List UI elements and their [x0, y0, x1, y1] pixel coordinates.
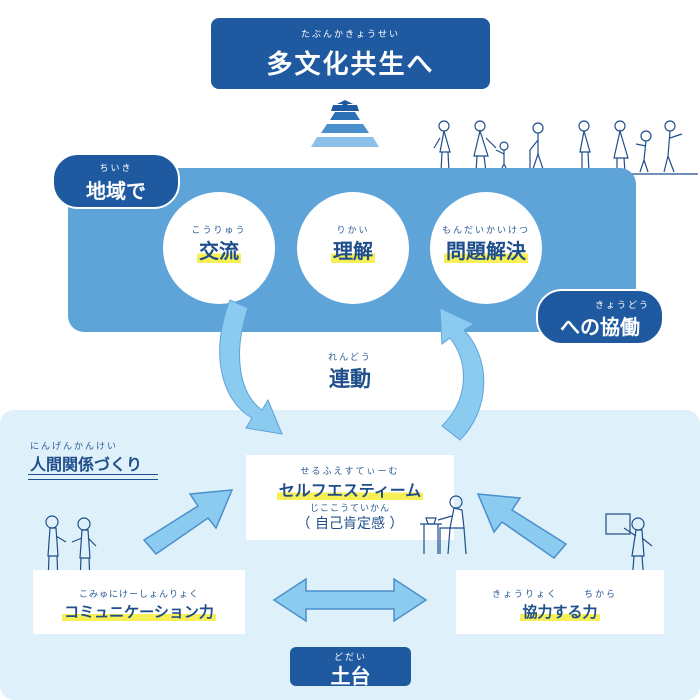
communication-card: こみゅにけーしょんりょく コミュニケーション力 — [33, 570, 245, 634]
collab-ruby: きょうどう — [594, 301, 650, 311]
linkage-label: 連動 — [329, 367, 371, 391]
circle-problem-solving: もんだいかいけつ 問題解決 — [430, 192, 542, 304]
region-label: 地域で — [86, 179, 146, 203]
circle-label-text: 交流 — [197, 239, 241, 263]
foundation-box: どだい 土台 — [290, 647, 411, 688]
cooperation-card: きょうりょく ちから 協力する力 — [456, 570, 664, 634]
self-esteem-sub-ruby: じここうていかん — [309, 504, 390, 514]
up-curved-arrow-icon — [439, 307, 485, 441]
person-at-desk-illustration — [420, 495, 467, 555]
circle-ruby: りかい — [336, 226, 370, 236]
region-ruby: ちいき — [99, 164, 133, 174]
arrow-up-left-icon — [476, 493, 568, 560]
circle-label: 理解 — [297, 235, 409, 264]
title-box: たぶんかきょうせい 多文化共生へ — [211, 18, 490, 89]
self-esteem-sub-label: （ 自己肯定感 ） — [296, 516, 404, 532]
foundation-ruby: どだい — [333, 653, 367, 663]
circle-ruby: もんだいかいけつ — [441, 226, 530, 236]
communication-label: コミュニケーション力 — [33, 601, 245, 622]
down-curved-arrow-icon — [219, 299, 283, 435]
circle-label: 交流 — [163, 235, 275, 264]
cooperation-ruby-2: ちから — [584, 590, 618, 600]
circle-label-text: 理解 — [331, 239, 375, 263]
cooperation-label: 協力する力 — [456, 601, 664, 622]
self-esteem-ruby: せるふえすてぃーむ — [300, 467, 400, 477]
circle-label: 問題解決 — [430, 235, 542, 264]
title-ruby: たぶんかきょうせい — [300, 30, 400, 40]
foundation-label: 土台 — [330, 664, 371, 688]
self-esteem-label: セルフエスティーム — [246, 477, 454, 501]
double-arrow-icon — [272, 577, 428, 623]
region-tag: ちいき 地域で — [52, 153, 180, 209]
pyramid-icon — [311, 100, 379, 147]
linkage-ruby: れんどう — [328, 353, 372, 363]
circle-understanding: りかい 理解 — [297, 192, 409, 304]
circle-label-text: 問題解決 — [444, 239, 528, 263]
circle-exchange: こうりゅう 交流 — [163, 192, 275, 304]
title-text: 多文化共生へ — [266, 50, 435, 80]
cooperation-ruby-1: きょうりょく — [492, 590, 559, 600]
self-esteem-label-text: セルフエスティーム — [276, 481, 424, 500]
self-esteem-card: せるふえすてぃーむ セルフエスティーム じここうていかん （ 自己肯定感 ） — [246, 455, 454, 540]
cooperation-label-text: 協力する力 — [520, 603, 600, 621]
collab-tag: きょうどう への協働 — [536, 289, 664, 345]
presenter-illustration — [605, 513, 653, 583]
communication-ruby: こみゅにけーしょんりょく — [78, 590, 199, 600]
communication-label-text: コミュニケーション力 — [62, 603, 216, 621]
circle-ruby: こうりゅう — [191, 226, 247, 236]
arrow-up-right-icon — [142, 489, 234, 556]
collab-label: への協働 — [560, 315, 640, 339]
relations-underline — [28, 474, 158, 480]
relations-ruby: にんげんかんけい — [30, 442, 119, 452]
relations-label: 人間関係づくり — [30, 455, 143, 474]
